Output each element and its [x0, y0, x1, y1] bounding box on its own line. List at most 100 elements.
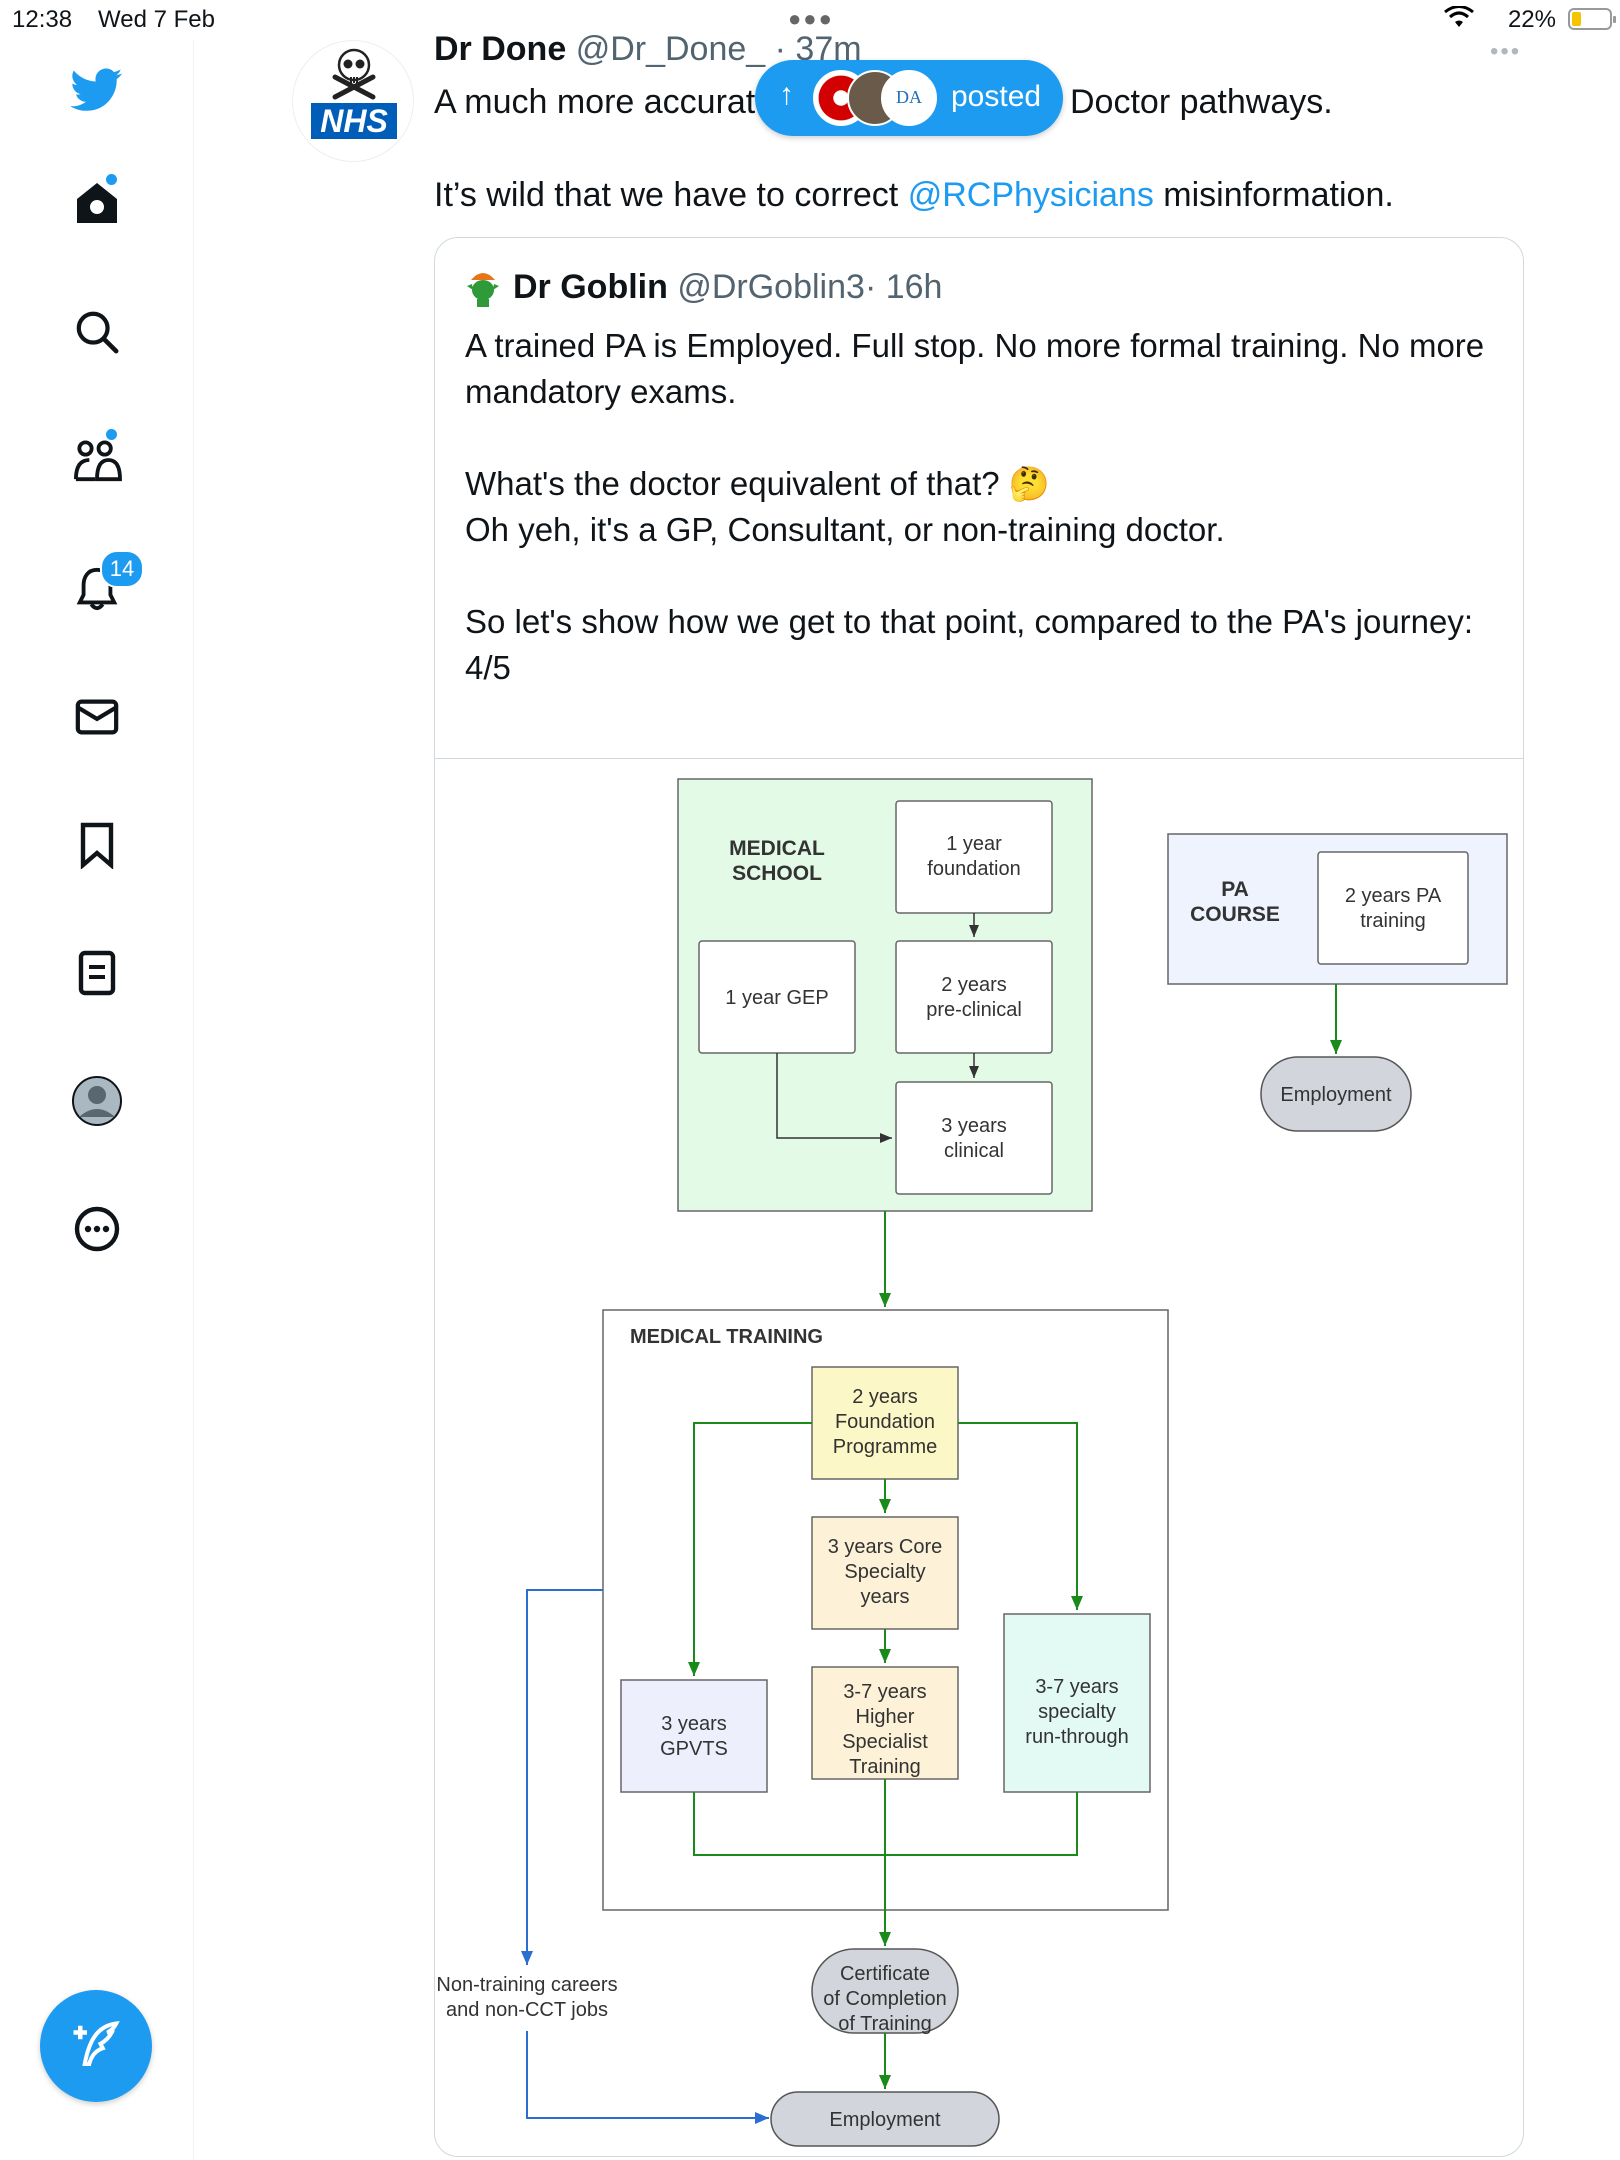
tweet-text-before: It’s wild that we have to correct — [434, 176, 908, 214]
box-2yr-preclinical — [895, 940, 1053, 1054]
quote-p2a: What's the doctor equivalent of that? 🤔 — [465, 465, 1050, 502]
bookmarks-icon[interactable] — [62, 810, 132, 880]
new-posts-pill[interactable]: ↑ DA posted — [755, 60, 1063, 136]
home-icon[interactable] — [62, 168, 132, 238]
multitask-dots-icon[interactable]: ●●● — [788, 6, 834, 31]
arrow-fp-gpvts — [688, 1422, 812, 1676]
box-core-specialty — [811, 1516, 959, 1630]
quote-p4: 4/5 — [465, 649, 511, 686]
mention-link[interactable]: @RCPhysicians — [907, 176, 1154, 214]
pa-train-l1: 2 years PA — [1345, 885, 1442, 907]
box-gpvts — [620, 1679, 768, 1793]
poster-avatar-3: DA — [881, 70, 937, 126]
home-new-dot — [106, 174, 117, 185]
cct-l3: of Training — [838, 2013, 931, 2035]
twitter-logo-icon[interactable] — [62, 55, 132, 125]
quote-p3: So let's show how we get to that point, … — [465, 603, 1474, 640]
tweet-text-line2: It’s wild that we have to correct @RCPhy… — [434, 176, 1394, 215]
communities-icon[interactable] — [62, 425, 132, 495]
search-icon[interactable] — [62, 297, 132, 367]
arrow-up-icon: ↑ — [779, 78, 794, 111]
quote-text: A trained PA is Employed. Full stop. No … — [465, 323, 1495, 691]
hst-l2: Higher — [856, 1706, 915, 1728]
hst-l3: Specialist — [842, 1731, 928, 1753]
arrow-fp-runthrough — [958, 1422, 1083, 1610]
nontrain-l1: Non-training careers — [436, 1974, 617, 1996]
found1-l1: 1 year — [946, 833, 1002, 855]
wifi-icon — [1444, 5, 1474, 37]
battery-percent: 22% — [1507, 6, 1556, 33]
status-bar: 12:38 Wed 7 Feb ●●● 22% — [0, 0, 1620, 40]
med-training-label: MEDICAL TRAINING — [630, 1326, 823, 1348]
preclin-l2: pre-clinical — [926, 999, 1022, 1021]
box-2yr-pa-training — [1317, 851, 1469, 965]
arrow-nontraining-employment — [526, 2031, 769, 2124]
notifications-badge: 14 — [100, 550, 144, 588]
box-run-through — [1003, 1613, 1151, 1793]
quote-author: Dr Goblin @DrGoblin3· 16h — [513, 268, 942, 307]
fp-l3: Programme — [833, 1436, 937, 1458]
cct-l2: of Completion — [823, 1988, 946, 2010]
hst-l4: Training — [849, 1756, 921, 1778]
author-avatar[interactable]: NHS — [292, 40, 414, 162]
quote-author-name: Dr Goblin — [513, 268, 668, 306]
messages-icon[interactable] — [62, 682, 132, 752]
arrow-to-nontraining — [521, 1589, 603, 1965]
cct-l1: Certificate — [840, 1963, 930, 1985]
profile-avatar-icon[interactable] — [62, 1066, 132, 1136]
pathway-diagram: MEDICAL SCHOOL 1 year foundation 1 year … — [436, 778, 1508, 2147]
lists-icon[interactable] — [62, 938, 132, 1008]
pa-course-l1: PA — [1221, 878, 1249, 901]
pa-employment-node — [1260, 1056, 1412, 1132]
skull-crossbones-icon — [332, 48, 376, 100]
found1-l2: foundation — [927, 858, 1020, 880]
tweet-text-line1-start: A much more accurat — [434, 83, 756, 121]
nhs-logo: NHS — [311, 103, 397, 139]
quote-p2b: Oh yeh, it's a GP, Consultant, or non-tr… — [465, 511, 1225, 548]
pa-train-l2: training — [1360, 910, 1426, 932]
employment-node — [770, 2091, 1000, 2147]
tweet-text-line1-end: Doctor pathways. — [1070, 83, 1333, 121]
preclin-l1: 2 years — [941, 974, 1007, 996]
med-school-label-l2: SCHOOL — [732, 862, 822, 885]
feather-plus-icon — [73, 2021, 120, 2067]
author-name[interactable]: Dr Done — [434, 30, 567, 68]
gep-label: 1 year GEP — [725, 987, 828, 1009]
fp-l2: Foundation — [835, 1411, 935, 1433]
quoted-tweet[interactable]: Dr Goblin @DrGoblin3· 16h A trained PA i… — [434, 237, 1524, 2157]
run-l2: specialty — [1038, 1701, 1116, 1723]
box-1yr-foundation — [895, 800, 1053, 914]
box-higher-specialist — [811, 1666, 959, 1780]
tweet-text-line1: A much more accurat Doctor pathways. — [434, 83, 1333, 122]
gpvts-l2: GPVTS — [660, 1738, 728, 1760]
quote-author-handle: @DrGoblin3 — [677, 268, 865, 306]
clin-l2: clinical — [944, 1140, 1004, 1162]
run-l1: 3-7 years — [1035, 1676, 1118, 1698]
run-l3: run-through — [1025, 1726, 1128, 1748]
employment-label: Employment — [829, 2109, 941, 2131]
more-options-icon[interactable] — [62, 1194, 132, 1264]
compose-tweet-button[interactable] — [40, 1990, 152, 2102]
communities-new-dot — [106, 429, 117, 440]
author-handle[interactable]: @Dr_Done_ — [575, 30, 766, 68]
quote-time: · 16h — [864, 268, 943, 306]
hst-l1: 3-7 years — [843, 1681, 926, 1703]
med-school-label-l1: MEDICAL — [729, 837, 825, 860]
posted-label: posted — [951, 80, 1042, 113]
sidebar — [0, 40, 194, 2160]
quote-p1: A trained PA is Employed. Full stop. No … — [465, 327, 1485, 410]
box-foundation-programme — [811, 1366, 959, 1480]
box-3yr-clinical — [895, 1081, 1053, 1195]
core-l1: 3 years Core — [828, 1536, 943, 1558]
battery-icon — [1568, 8, 1616, 30]
clin-l1: 3 years — [941, 1115, 1007, 1137]
status-date: Wed 7 Feb — [98, 6, 215, 33]
quote-divider — [435, 758, 1523, 759]
pa-employment-label: Employment — [1280, 1084, 1392, 1106]
arrow-gep-clin — [776, 1053, 892, 1143]
tweet-text-after: misinformation. — [1153, 176, 1394, 214]
core-l3: years — [861, 1586, 910, 1608]
gpvts-l1: 3 years — [661, 1713, 727, 1735]
tweet-more-icon[interactable]: ••• — [1490, 38, 1522, 65]
fp-l1: 2 years — [852, 1386, 918, 1408]
